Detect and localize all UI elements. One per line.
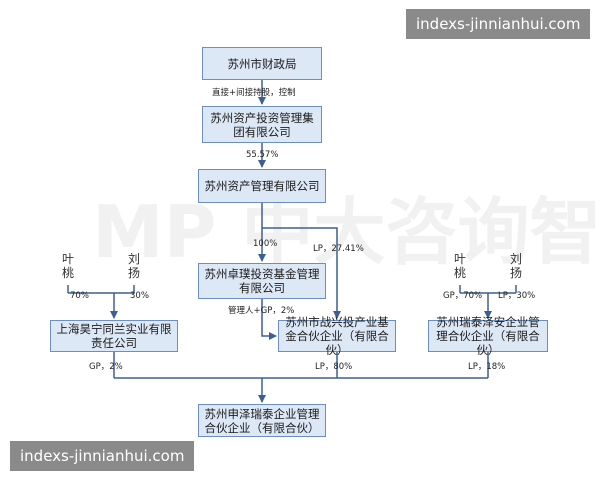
label-liuyang-right: LP，30% <box>498 291 536 301</box>
node-haoning-label: 上海昊宁同兰实业有限责任公司 <box>56 322 172 350</box>
node-ruitai-mgmt-label: 苏州瑞泰泽安企业管理合伙企业（有限合伙） <box>436 315 540 357</box>
node-ruitai-mgmt: 苏州瑞泰泽安企业管理合伙企业（有限合伙） <box>428 315 548 357</box>
node-zhanxing-fund: 苏州市战兴投产业基金合伙企业（有限合伙） <box>278 315 396 357</box>
node-zhuopu-fund: 苏州卓璞投资基金管理有限公司 <box>198 263 326 299</box>
background-watermark: MP 中大咨询智库 30 <box>92 190 600 274</box>
watermark-banner-bottom: indexs-jinnianhui.com <box>10 441 195 471</box>
edge-zhuopu-zhanxing <box>261 299 277 340</box>
node-asset-group-label: 苏州资产投资管理集团有限公司 <box>210 110 314 139</box>
person-ye-tao-left: 叶桃 <box>61 252 74 280</box>
node-asset-mgmt: 苏州资产管理有限公司 <box>198 169 326 203</box>
label-yetao-right: GP，70% <box>443 291 483 301</box>
label-bureau-group: 直接+间接持股，控制 <box>212 88 296 98</box>
node-haoning: 上海昊宁同兰实业有限责任公司 <box>50 320 178 352</box>
label-haoning-final: GP，2% <box>89 362 123 372</box>
node-finance-bureau: 苏州市财政局 <box>202 47 322 80</box>
label-asset-zhanxing: LP，27.41% <box>313 244 364 254</box>
node-zhanxing-fund-label: 苏州市战兴投产业基金合伙企业（有限合伙） <box>285 315 389 357</box>
node-asset-mgmt-label: 苏州资产管理有限公司 <box>204 179 320 193</box>
label-zhanxing-final: LP，80% <box>315 362 353 372</box>
label-group-asset: 55.57% <box>246 150 279 160</box>
node-finance-bureau-label: 苏州市财政局 <box>227 56 297 71</box>
watermark-banner-top: indexs-jinnianhui.com <box>406 9 591 39</box>
label-liuyang-left: 30% <box>130 291 149 301</box>
person-ye-tao-right: 叶桃 <box>453 252 466 280</box>
label-asset-zhuopu: 100% <box>253 239 278 249</box>
node-shenze-ruitai: 苏州申泽瑞泰企业管理合伙企业（有限合伙） <box>198 404 326 437</box>
edge-asset-zhanxing <box>262 227 341 319</box>
person-liu-yang-right: 刘扬 <box>509 252 522 280</box>
node-zhuopu-fund-label: 苏州卓璞投资基金管理有限公司 <box>204 267 320 295</box>
label-yetao-left: 70% <box>70 291 89 301</box>
label-ruitai-final: LP，18% <box>468 362 506 372</box>
label-zhuopu-zhanxing: 管理人+GP，2% <box>228 306 295 316</box>
node-asset-group: 苏州资产投资管理集团有限公司 <box>202 106 322 143</box>
person-liu-yang-left: 刘扬 <box>127 252 140 280</box>
node-shenze-ruitai-label: 苏州申泽瑞泰企业管理合伙企业（有限合伙） <box>204 406 320 435</box>
